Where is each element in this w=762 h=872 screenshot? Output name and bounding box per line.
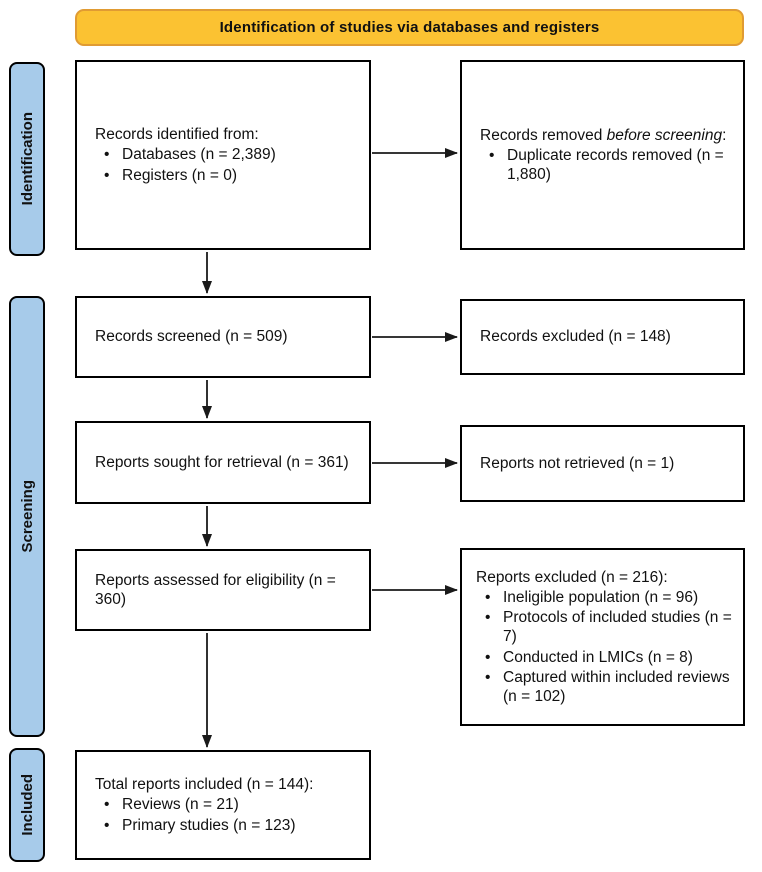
box-total-included: Total reports included (n = 144): Review… <box>75 750 371 860</box>
box-reports-not-retrieved: Reports not retrieved (n = 1) <box>460 425 745 502</box>
list-item: Primary studies (n = 123) <box>95 816 359 835</box>
box-records-removed: Records removed before screening: Duplic… <box>460 60 745 250</box>
list-item: Captured within included reviews (n = 10… <box>476 668 733 706</box>
list-item: Ineligible population (n = 96) <box>476 588 733 607</box>
list-item: Protocols of included studies (n = 7) <box>476 608 733 646</box>
stage-label-included: Included <box>9 748 45 862</box>
box-title: Reports assessed for eligibility (n = 36… <box>95 571 336 608</box>
list-item: Conducted in LMICs (n = 8) <box>476 648 733 667</box>
box-title: Records identified from: <box>95 126 259 144</box>
banner-title: Identification of studies via databases … <box>219 19 600 36</box>
stage-label-identification: Identification <box>9 62 45 256</box>
list-item: Registers (n = 0) <box>95 166 359 185</box>
list-item: Databases (n = 2,389) <box>95 145 359 164</box>
box-title: Reports not retrieved (n = 1) <box>480 454 675 472</box>
box-title: Records removed before screening: <box>480 126 727 144</box>
box-reports-assessed: Reports assessed for eligibility (n = 36… <box>75 549 371 631</box>
header-banner: Identification of studies via databases … <box>75 9 744 46</box>
list-item: Duplicate records removed (n = 1,880) <box>480 146 733 184</box>
box-title: Total reports included (n = 144): <box>95 776 314 794</box>
box-reports-excluded: Reports excluded (n = 216): Ineligible p… <box>460 548 745 726</box>
box-records-excluded: Records excluded (n = 148) <box>460 299 745 375</box>
box-reports-sought: Reports sought for retrieval (n = 361) <box>75 421 371 504</box>
list-item: Reviews (n = 21) <box>95 795 359 814</box>
box-title: Reports sought for retrieval (n = 361) <box>95 453 349 471</box>
box-records-screened: Records screened (n = 509) <box>75 296 371 378</box>
box-records-identified: Records identified from: Databases (n = … <box>75 60 371 250</box>
box-title: Records screened (n = 509) <box>95 328 288 346</box>
box-title: Reports excluded (n = 216): <box>476 568 668 586</box>
stage-label-screening: Screening <box>9 296 45 737</box>
box-title: Records excluded (n = 148) <box>480 328 671 346</box>
